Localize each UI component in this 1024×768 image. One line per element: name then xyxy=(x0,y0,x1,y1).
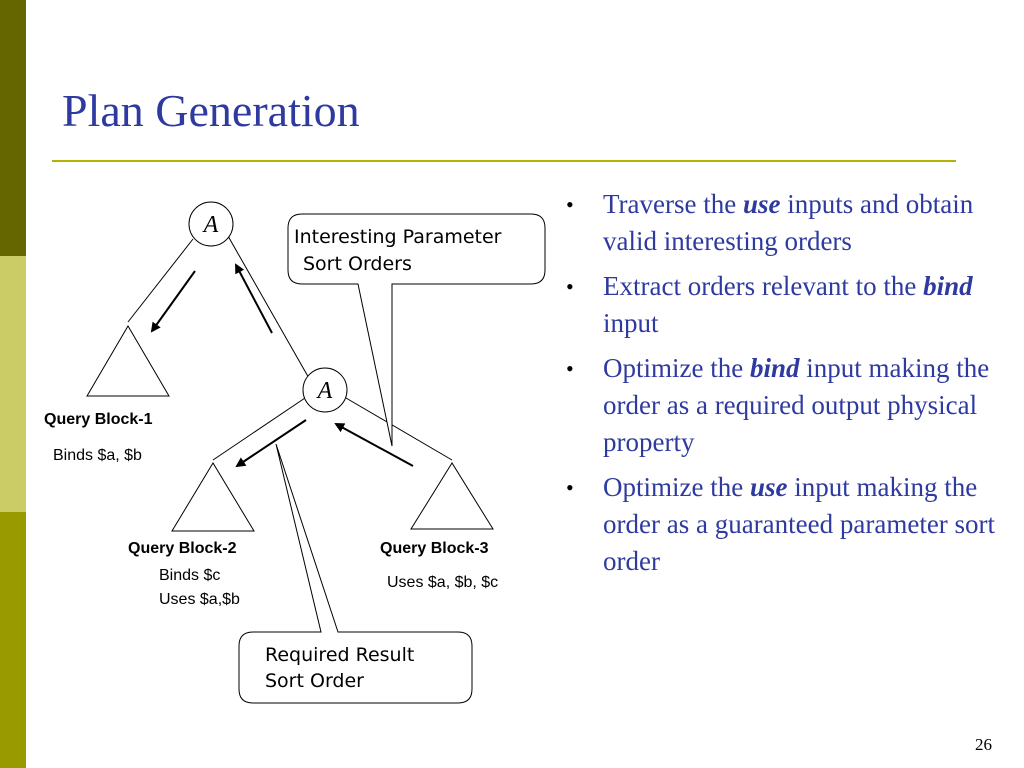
edge-top-mid xyxy=(227,235,311,381)
bullet-text-after: input making the order as a guaranteed p… xyxy=(603,472,996,576)
operator-node-mid: A xyxy=(302,367,348,413)
bullet-text-before: Extract orders relevant to the xyxy=(603,271,924,301)
arrow-down-top xyxy=(150,270,196,333)
bullet-emphasis: bind xyxy=(923,271,973,301)
bullet-text-after: input xyxy=(603,308,659,338)
bullet-item: Optimize the bind input making the order… xyxy=(566,350,996,461)
page-title: Plan Generation xyxy=(62,85,360,136)
query-block-2-detail-2: Uses $a,$b xyxy=(159,591,240,608)
query-block-2-detail-1: Binds $c xyxy=(159,567,220,584)
query-block-1-triangle xyxy=(86,325,170,397)
callout-interesting-orders: Interesting Parameter Sort Orders xyxy=(287,213,546,447)
bullet-emphasis: use xyxy=(742,189,781,219)
query-block-3-detail: Uses $a, $b, $c xyxy=(387,574,498,591)
query-block-2-name: Query Block-2 xyxy=(128,540,237,557)
edge-mid-left xyxy=(212,397,306,461)
bullet-list: Traverse the use inputs and obtain valid… xyxy=(566,186,996,588)
query-block-3-triangle xyxy=(410,462,494,530)
callout-required-order: Required Result Sort Order xyxy=(238,443,473,704)
bullet-emphasis: use xyxy=(749,472,788,502)
query-block-2-triangle xyxy=(171,462,255,532)
bullet-item: Optimize the use input making the order … xyxy=(566,469,996,580)
page-number: 26 xyxy=(975,735,992,754)
bullet-item: Extract orders relevant to the bind inpu… xyxy=(566,268,996,342)
sidebar-stripe-mid xyxy=(0,512,26,768)
sidebar-stripe-light xyxy=(0,256,26,512)
edge-top-left xyxy=(127,238,194,323)
bullet-text-before: Optimize the xyxy=(603,472,750,502)
sidebar-stripe-dark xyxy=(0,0,26,256)
bullet-item: Traverse the use inputs and obtain valid… xyxy=(566,186,996,260)
bullet-text-after: inputs and obtain valid interesting orde… xyxy=(603,189,974,256)
callout-required-line1: Required Result xyxy=(265,644,414,666)
bullet-text-after: input making the order as a required out… xyxy=(603,353,990,457)
arrow-up-top xyxy=(235,263,273,334)
arrow-up-mid xyxy=(334,423,414,467)
query-block-1-detail: Binds $a, $b xyxy=(53,447,142,464)
callout-interesting-line1: Interesting Parameter xyxy=(294,226,502,248)
bullet-text-before: Traverse the xyxy=(603,189,743,219)
edge-mid-right xyxy=(345,397,453,461)
operator-node-top: A xyxy=(188,201,234,247)
operator-node-mid-label: A xyxy=(316,378,333,404)
title-divider xyxy=(52,160,956,162)
bullet-emphasis: bind xyxy=(749,353,800,383)
bullet-text-before: Optimize the xyxy=(603,353,750,383)
sidebar-stripe xyxy=(0,0,26,768)
query-block-3-name: Query Block-3 xyxy=(380,540,489,557)
callout-required-line2: Sort Order xyxy=(265,670,364,692)
callout-interesting-line2: Sort Orders xyxy=(303,253,412,275)
query-block-1-name: Query Block-1 xyxy=(44,411,153,428)
operator-node-top-label: A xyxy=(202,212,219,238)
arrow-down-mid xyxy=(235,419,307,468)
